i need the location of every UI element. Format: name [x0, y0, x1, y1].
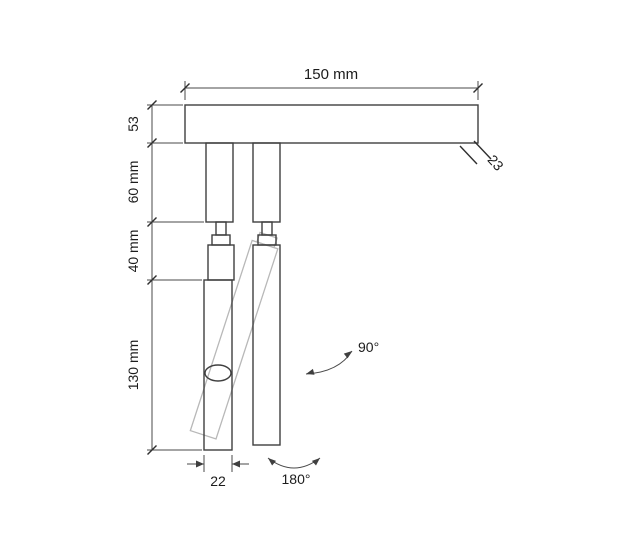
- rotation-angle-label: 180°: [282, 471, 311, 487]
- dim-body-diameter: 22: [187, 455, 249, 489]
- tilt-arrowhead-upper: [343, 351, 352, 359]
- dim-track-depth: 23: [459, 140, 507, 174]
- rotation-arrowhead-right: [311, 458, 320, 466]
- stem-length-label: 60 mm: [125, 161, 141, 204]
- tilt-angle-label: 90°: [358, 339, 379, 355]
- dim-chain-left: 53 60 mm 40 mm 130 mm: [125, 100, 204, 455]
- dim-track-length: 150 mm: [180, 66, 483, 100]
- rotation-arrow-180: 180°: [267, 457, 321, 487]
- ceiling-track: [184, 104, 479, 144]
- body-length-label: 130 mm: [125, 340, 141, 391]
- track-height-label: 53: [125, 116, 141, 132]
- lamp-right: [252, 142, 281, 446]
- track-length-label: 150 mm: [304, 66, 358, 83]
- tilt-arrowhead-lower: [306, 368, 315, 375]
- rotation-arrowhead-left: [268, 458, 276, 466]
- dim-arrow-right: [232, 460, 240, 468]
- lamp-left: [203, 142, 235, 451]
- dim-arrow-left: [196, 460, 204, 468]
- body-diameter-label: 22: [210, 473, 226, 489]
- lens-ellipse: [204, 364, 232, 382]
- joint-length-label: 40 mm: [125, 230, 141, 273]
- tilt-arrow-90: 90°: [305, 339, 379, 375]
